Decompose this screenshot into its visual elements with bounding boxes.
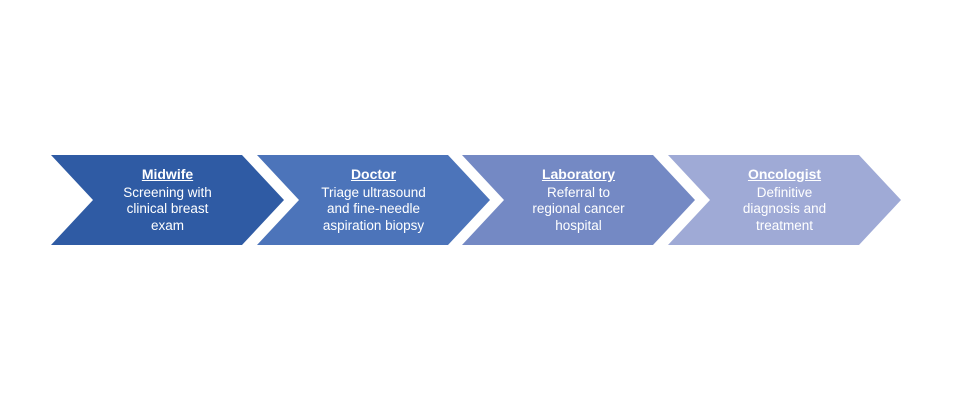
step-description-line: regional cancer <box>532 201 625 217</box>
step-description-line: Screening with <box>123 184 212 200</box>
step-description-line: hospital <box>555 217 602 233</box>
process-step-midwife: Midwife Screening with clinical breast e… <box>51 155 284 245</box>
step-description-line: Definitive <box>756 184 813 200</box>
step-title: Midwife <box>141 165 194 182</box>
step-description-line: aspiration biopsy <box>322 217 425 233</box>
step-description-line: Triage ultrasound <box>321 184 426 200</box>
process-step-laboratory: Laboratory Referral to regional cancer h… <box>462 155 695 245</box>
process-step-doctor: Doctor Triage ultrasound and fine-needle… <box>257 155 490 245</box>
step-title: Laboratory <box>541 165 616 182</box>
step-description-line: Referral to <box>546 184 611 200</box>
process-flow-diagram: Midwife Screening with clinical breast e… <box>0 155 957 245</box>
step-description-line: clinical breast <box>126 201 209 217</box>
process-step-oncologist: Oncologist Definitive diagnosis and trea… <box>668 155 901 245</box>
step-description-line: diagnosis and <box>742 201 827 217</box>
step-description-line: exam <box>150 217 184 233</box>
step-title: Oncologist <box>747 165 822 182</box>
step-description-line: and fine-needle <box>326 201 421 217</box>
step-title: Doctor <box>350 165 397 182</box>
step-description-line: treatment <box>755 217 814 233</box>
